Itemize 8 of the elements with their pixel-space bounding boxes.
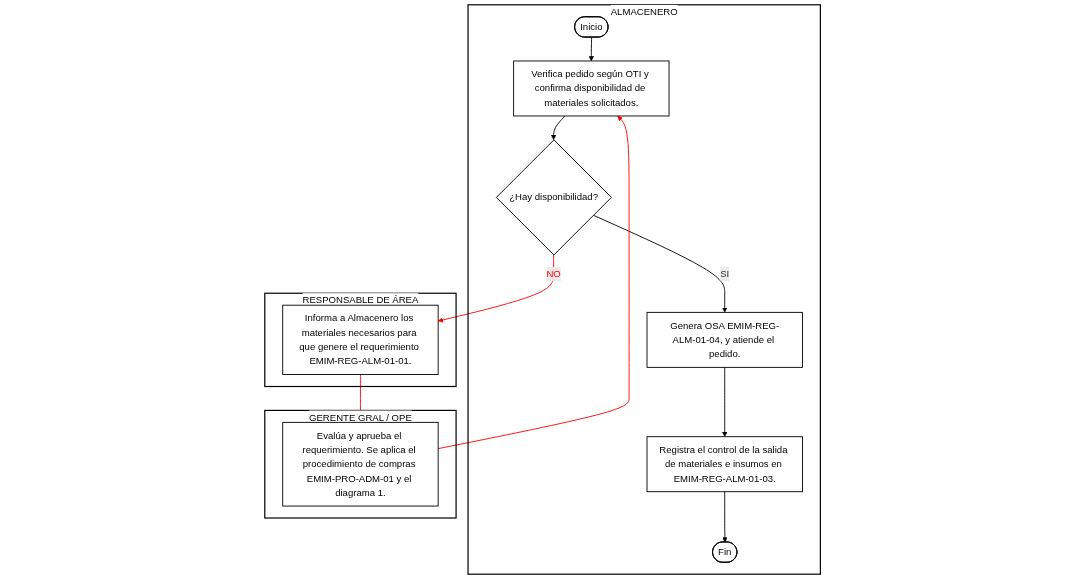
edge-label: SI <box>720 268 730 279</box>
node-box: Evalúa y aprueba el requerimiento. Se aplica el procedimiento de compras EMIM-PRO-ADM-01 y el diagrama 1. <box>282 421 439 507</box>
node-box: Verifica pedido según OTI y confirma disponibilidad de materiales solicitados. <box>513 60 670 117</box>
node-diamond: ¿Hay disponibilidad? <box>496 139 613 256</box>
node-box: Informa a Almacenero los materiales necesarios para que genere el requerimiento EMIM-REG-ALM-01-01. <box>282 304 439 375</box>
node-box: Genera OSA EMIM-REG-ALM-01-04, y atiende el pedido. <box>646 311 804 368</box>
edge-label: NO <box>546 268 562 279</box>
node-box: Registra el control de la salida de materiales e insumos en EMIM-REG-ALM-01-03. <box>646 436 804 493</box>
